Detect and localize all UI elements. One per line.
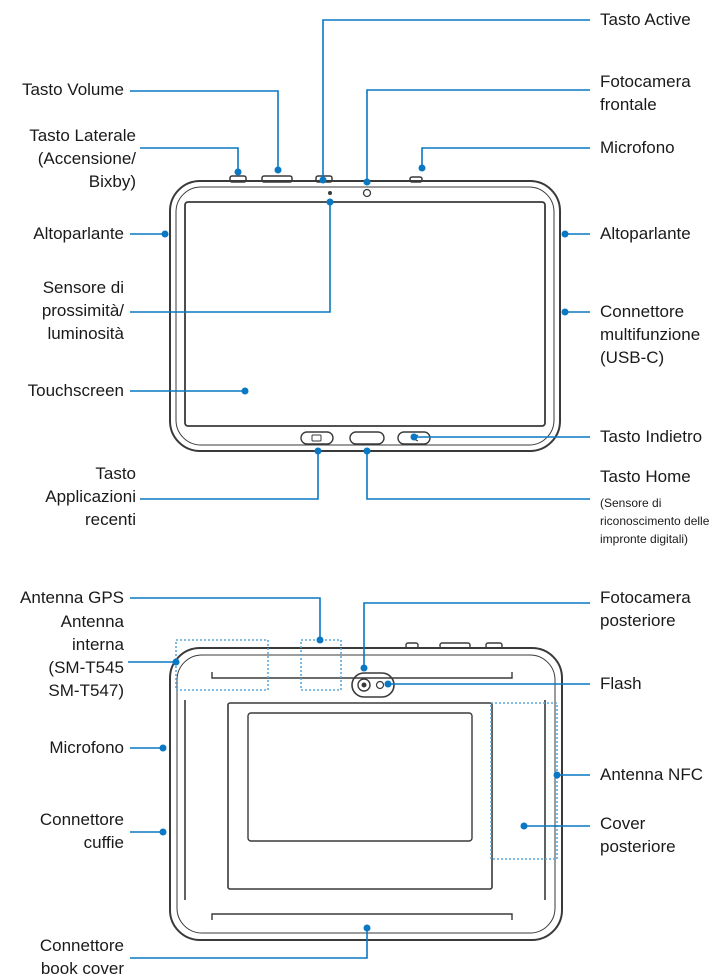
internal-antenna-region [175, 639, 269, 691]
label-line: (SM-T545 [48, 658, 124, 677]
callout-lines [128, 19, 590, 959]
back-key [397, 431, 431, 445]
touchscreen-area [184, 201, 546, 427]
front-body [169, 180, 561, 452]
label-line: riconoscimento delle [600, 514, 710, 528]
flash-lamp [375, 680, 385, 690]
label-line: Bixby) [88, 172, 136, 191]
back-body [169, 647, 563, 941]
label-line: (USB-C) [600, 348, 665, 367]
label-line: recenti [84, 510, 136, 529]
label-line: prossimità/ [41, 301, 124, 320]
label-line: Antenna NFC [600, 765, 703, 784]
label-line: luminosità [47, 324, 124, 343]
label-line: impronte digitali) [600, 532, 689, 546]
label-line: Antenna [60, 612, 124, 631]
label-line: Fotocamera [600, 72, 691, 91]
label-line: Microfono [49, 738, 124, 757]
label-line: cuffie [83, 833, 124, 852]
label-microfono-front: Microfono [600, 136, 675, 159]
home-key [349, 431, 385, 445]
front-body-inner [175, 186, 555, 446]
rear-camera-lens [357, 678, 371, 692]
label-line: SM-T547) [48, 681, 124, 700]
label-line: interna [72, 635, 124, 654]
back-body-inner [176, 654, 556, 934]
front-camera-lens [362, 188, 372, 198]
label-tasto-home: Tasto Home [600, 465, 691, 488]
label-line: Connettore [600, 302, 685, 321]
label-line: Tasto Active [600, 10, 691, 29]
label-line: multifunzione [600, 325, 701, 344]
rear-cover-panel [227, 702, 493, 890]
label-antenna-gps: Antenna GPS [20, 586, 124, 609]
label-tasto-home-note: (Sensore di riconoscimento delle impronte … [600, 494, 709, 548]
label-sensore: Sensore di prossimità/luminosità [42, 276, 124, 345]
label-line: Tasto Laterale [29, 126, 136, 145]
label-flash: Flash [600, 672, 642, 695]
label-line: Tasto Indietro [600, 427, 703, 446]
label-line: Connettore [39, 810, 124, 829]
label-line: Altoparlante [600, 224, 691, 243]
label-cover-posteriore: Cover posteriore [600, 812, 676, 858]
label-tasto-laterale: Tasto Laterale (Accensione/Bixby) [29, 124, 136, 193]
label-line: Fotocamera [600, 588, 691, 607]
label-tasto-active: Tasto Active [600, 8, 691, 31]
label-fotocamera-posteriore: Fotocamera posteriore [600, 586, 691, 632]
label-touchscreen: Touchscreen [28, 379, 124, 402]
label-altoparlante-left: Altoparlante [33, 222, 124, 245]
label-line: Altoparlante [33, 224, 124, 243]
label-microfono-back: Microfono [49, 736, 124, 759]
label-line: Connettore [39, 936, 124, 955]
label-line: Applicazioni [45, 487, 136, 506]
label-line: (Accensione/ [37, 149, 136, 168]
rear-camera-module [351, 672, 395, 698]
label-line: posteriore [600, 611, 676, 630]
label-line: Touchscreen [27, 381, 124, 400]
callout-dots [159, 164, 569, 932]
label-line: Microfono [600, 138, 675, 157]
back-view [169, 639, 563, 941]
label-tasto-indietro: Tasto Indietro [600, 425, 702, 448]
label-line: Antenna GPS [20, 588, 124, 607]
label-connettore-multifunzione: Connettore multifunzione (USB-C) [600, 300, 700, 369]
label-connettore-cuffie: Connettore cuffie [40, 808, 124, 854]
label-line: Tasto Home [600, 467, 691, 486]
label-line: book cover [40, 959, 124, 978]
label-line: frontale [600, 95, 657, 114]
label-line: Sensore di [42, 278, 124, 297]
label-line: Tasto [95, 464, 136, 483]
label-altoparlante-right: Altoparlante [600, 222, 691, 245]
label-fotocamera-frontale: Fotocamera frontale [600, 70, 691, 116]
front-view [169, 175, 561, 452]
proximity-sensor [328, 191, 332, 195]
label-line: (Sensore di [600, 496, 662, 510]
label-antenna-nfc: Antenna NFC [600, 763, 703, 786]
recent-apps-key [300, 431, 334, 445]
nfc-antenna-region [490, 702, 558, 860]
label-tasto-volume: Tasto Volume [22, 78, 124, 101]
label-line: Tasto Volume [21, 80, 124, 99]
label-line: Cover [600, 814, 646, 833]
label-connettore-book-cover: Connettore book cover [40, 934, 124, 980]
label-line: Flash [600, 674, 642, 693]
label-line: posteriore [600, 837, 676, 856]
